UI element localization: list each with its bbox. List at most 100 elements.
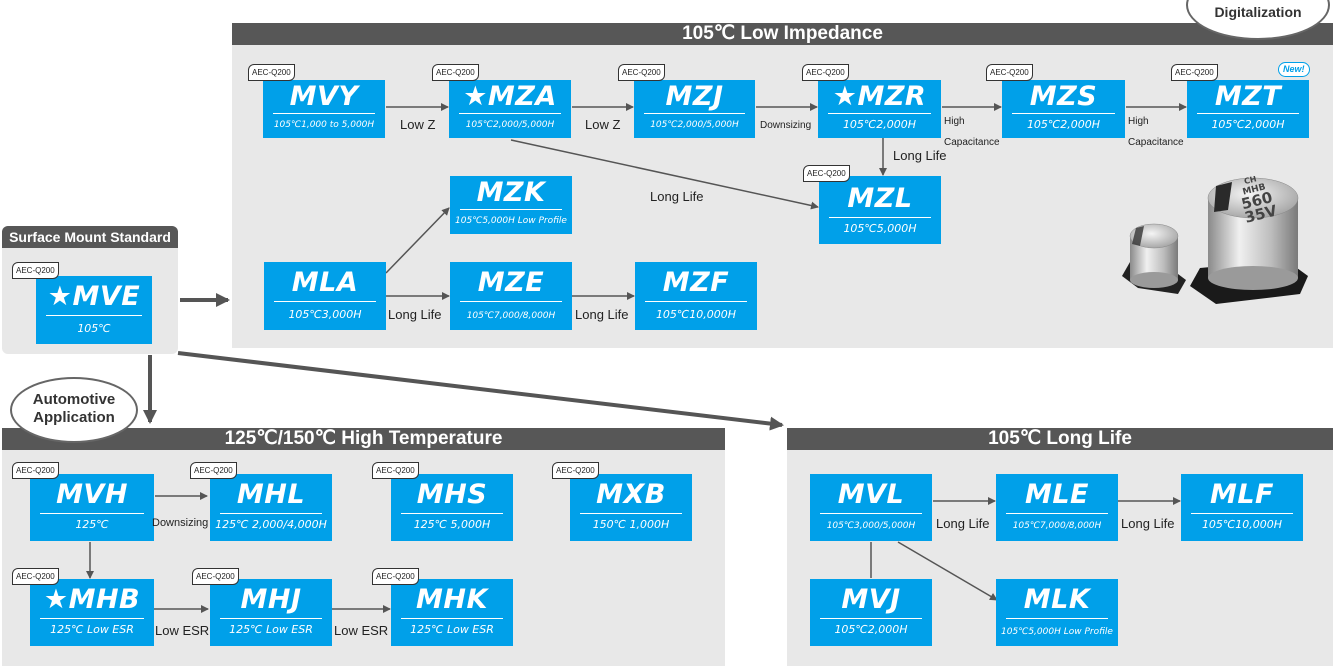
- series-code: MZL: [847, 183, 913, 214]
- low-impedance-panel: 105℃ Low Impedance: [232, 23, 1333, 348]
- series-mlf[interactable]: MLF 105℃10,000H: [1181, 474, 1303, 541]
- aec-q200-badge: AEC-Q200: [802, 64, 849, 81]
- series-mhk[interactable]: MHK 125℃ Low ESR: [391, 579, 513, 646]
- long-life-header: 105℃ Long Life: [787, 428, 1333, 450]
- low-esr-label: Low ESR: [334, 623, 389, 638]
- series-code: MLF: [1209, 479, 1275, 510]
- series-code: MVL: [837, 479, 905, 510]
- aec-q200-badge: AEC-Q200: [432, 64, 479, 81]
- aec-q200-badge: AEC-Q200: [986, 64, 1033, 81]
- divider: [401, 618, 503, 619]
- series-code: MVY: [289, 81, 359, 112]
- series-spec: 105℃: [77, 322, 111, 335]
- series-spec: 150℃ 1,000H: [592, 518, 670, 531]
- series-code: MXB: [596, 479, 666, 510]
- series-spec: 105℃3,000/5,000H: [826, 521, 916, 531]
- low-esr-label: Low ESR: [155, 623, 210, 638]
- series-mvh[interactable]: MVH 125℃: [30, 474, 154, 541]
- divider: [1012, 113, 1115, 114]
- series-mzr[interactable]: ★MZR 105℃2,000H: [818, 80, 941, 138]
- series-spec: 125℃ Low ESR: [229, 623, 313, 636]
- aec-q200-badge: AEC-Q200: [1171, 64, 1218, 81]
- high-temperature-header: 125℃/150℃ High Temperature: [2, 428, 725, 450]
- automotive-application-badge: Automotive Application: [10, 377, 138, 443]
- series-spec: 105℃2,000H: [1026, 118, 1101, 131]
- long-life-label: Long Life: [936, 516, 990, 531]
- large-capacitor: CH MHB 560 35V: [1190, 176, 1308, 304]
- divider: [829, 217, 931, 218]
- long-life-panel: 105℃ Long Life: [787, 428, 1333, 666]
- series-code: MHJ: [240, 584, 302, 615]
- aec-q200-badge: AEC-Q200: [248, 64, 295, 81]
- series-mzt[interactable]: MZT 105℃2,000H: [1187, 80, 1309, 138]
- aec-q200-badge: AEC-Q200: [372, 462, 419, 479]
- series-mvl[interactable]: MVL 105℃3,000/5,000H: [810, 474, 932, 541]
- series-spec: 125℃ Low ESR: [50, 623, 134, 636]
- small-capacitor: [1122, 223, 1186, 294]
- series-mve[interactable]: ★MVE 105℃: [36, 276, 152, 344]
- series-mzs[interactable]: MZS 105℃2,000H: [1002, 80, 1125, 138]
- divider: [460, 209, 562, 210]
- digitalization-label: Digitalization: [1214, 4, 1302, 20]
- series-spec: 105℃10,000H: [655, 308, 737, 321]
- high-capacitance-label: Capacitance: [1128, 137, 1184, 148]
- series-mhs[interactable]: MHS 125℃ 5,000H: [391, 474, 513, 541]
- aec-q200-badge: AEC-Q200: [618, 64, 665, 81]
- series-mze[interactable]: MZE 105℃7,000/8,000H: [450, 262, 572, 330]
- series-mla[interactable]: MLA 105℃3,000H: [264, 262, 386, 330]
- series-code: MZK: [476, 177, 546, 208]
- series-mzf[interactable]: MZF 105℃10,000H: [635, 262, 757, 330]
- downsizing-label: Downsizing: [152, 517, 209, 529]
- new-badge: New!: [1278, 62, 1310, 77]
- series-code: MZJ: [665, 81, 724, 112]
- divider: [46, 315, 142, 316]
- divider: [40, 513, 144, 514]
- series-mlk[interactable]: MLK 105℃5,000H Low Profile: [996, 579, 1118, 646]
- series-code: ★MZR: [832, 81, 927, 112]
- series-code: MLK: [1023, 584, 1091, 615]
- series-mza[interactable]: ★MZA 105℃2,000/5,000H: [449, 80, 571, 138]
- divider: [459, 113, 561, 114]
- series-mhb[interactable]: ★MHB 125℃ Low ESR: [30, 579, 154, 646]
- series-mzk[interactable]: MZK 105℃5,000H Low Profile: [450, 176, 572, 234]
- series-mhj[interactable]: MHJ 125℃ Low ESR: [210, 579, 332, 646]
- series-mvy[interactable]: MVY 105℃1,000 to 5,000H: [263, 80, 385, 138]
- long-life-label: Long Life: [650, 189, 704, 204]
- series-mzj[interactable]: MZJ 105℃2,000/5,000H: [634, 80, 755, 138]
- series-spec: 105℃2,000H: [842, 118, 917, 131]
- series-spec: 105℃5,000H: [843, 222, 917, 235]
- divider: [1197, 113, 1299, 114]
- downsizing-label: Downsizing: [760, 120, 812, 131]
- series-code: MHL: [236, 479, 306, 510]
- divider: [401, 513, 503, 514]
- capacitor-photo: CH MHB 560 35V: [1122, 176, 1308, 304]
- high-capacitance-label: Capacitance: [944, 137, 1000, 148]
- automotive-label-line2: Application: [33, 409, 115, 426]
- aec-q200-badge: AEC-Q200: [552, 462, 599, 479]
- aec-q200-badge: AEC-Q200: [372, 568, 419, 585]
- automotive-label-line1: Automotive: [32, 391, 116, 408]
- series-spec: 105℃2,000H: [834, 623, 908, 636]
- series-code: MHS: [416, 479, 488, 510]
- series-code: MZS: [1029, 81, 1098, 112]
- series-mxb[interactable]: MXB 150℃ 1,000H: [570, 474, 692, 541]
- aec-q200-badge: AEC-Q200: [12, 568, 59, 585]
- series-code: MZT: [1214, 81, 1282, 112]
- surface-mount-header: Surface Mount Standard: [2, 226, 178, 248]
- series-mzl[interactable]: MZL 105℃5,000H: [819, 176, 941, 244]
- long-life-label: Long Life: [893, 148, 947, 163]
- series-spec: 125℃ Low ESR: [410, 623, 494, 636]
- series-code: ★MZA: [463, 81, 557, 112]
- series-mvj[interactable]: MVJ 105℃2,000H: [810, 579, 932, 646]
- series-spec: 105℃2,000/5,000H: [465, 120, 555, 130]
- series-spec: 125℃: [75, 518, 109, 531]
- high-capacitance-label: High: [944, 116, 965, 127]
- long-life-label: Long Life: [575, 307, 629, 322]
- series-mle[interactable]: MLE 105℃7,000/8,000H: [996, 474, 1118, 541]
- series-spec: 105℃5,000H Low Profile: [1001, 627, 1113, 637]
- series-spec: 105℃7,000/8,000H: [1012, 521, 1102, 531]
- high-capacitance-label: High: [1128, 116, 1149, 127]
- divider: [220, 513, 322, 514]
- divider: [820, 618, 922, 619]
- series-mhl[interactable]: MHL 125℃ 2,000/4,000H: [210, 474, 332, 541]
